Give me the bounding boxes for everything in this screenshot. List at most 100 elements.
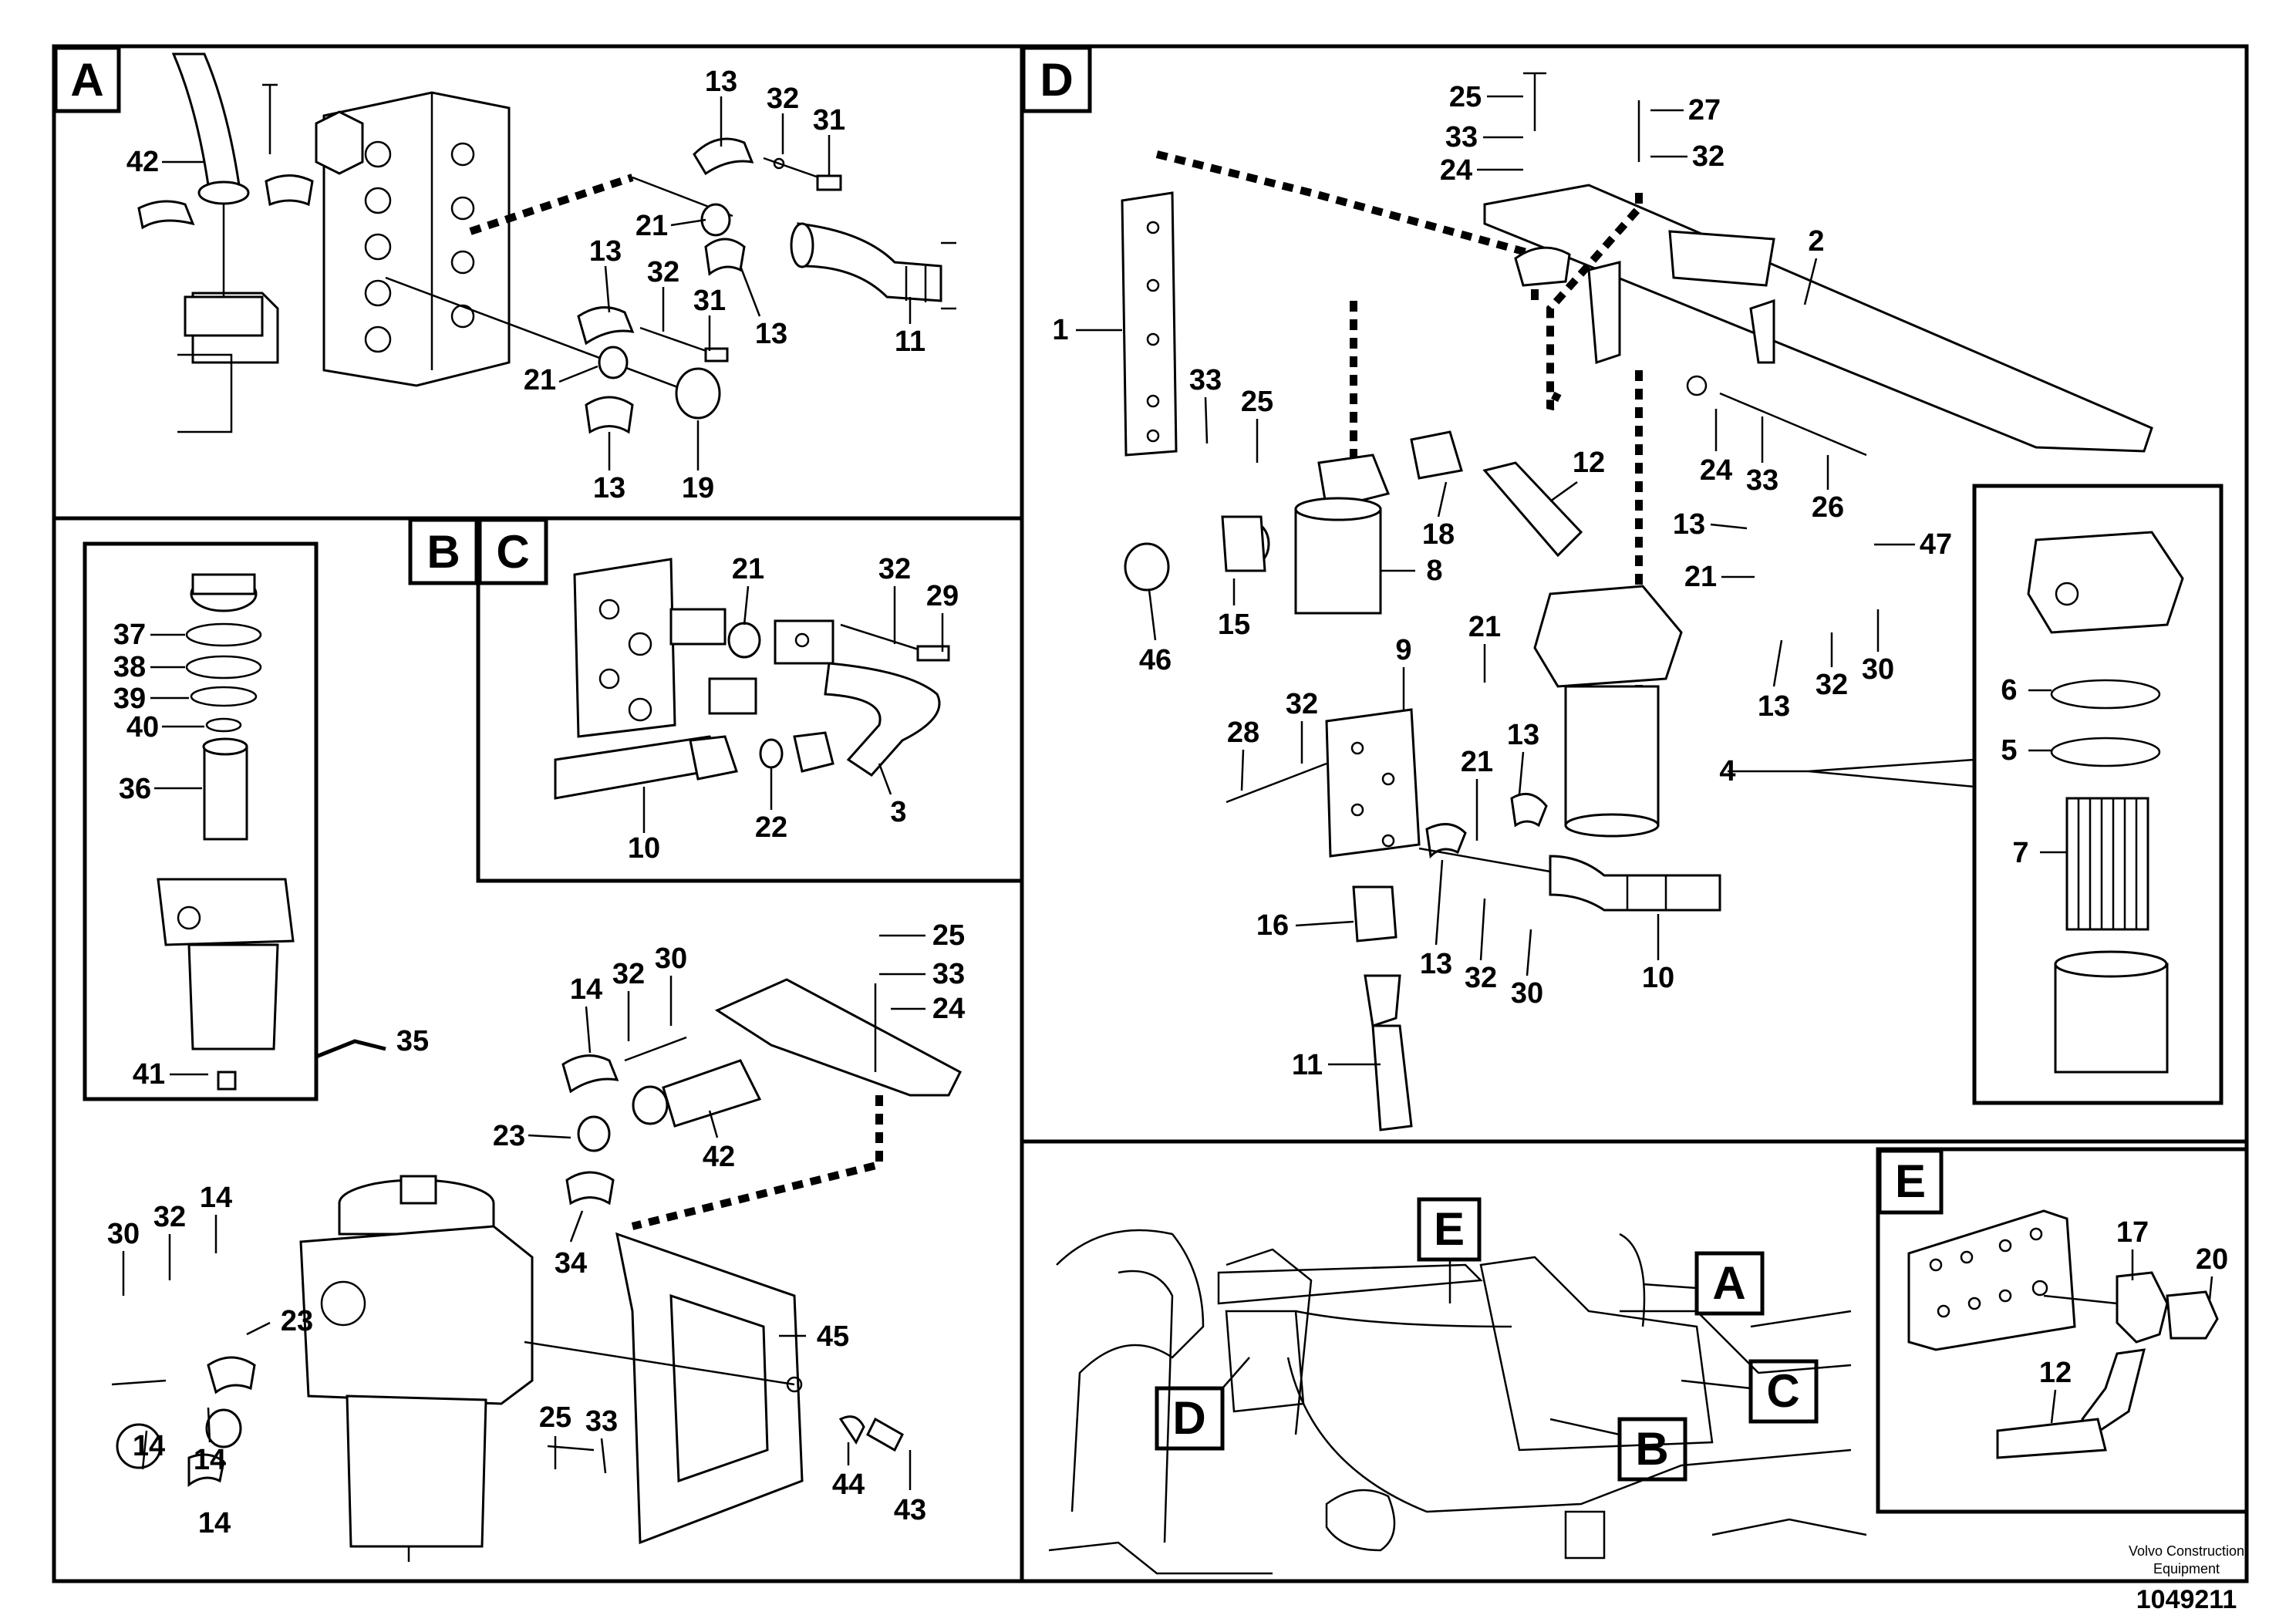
callout: 25	[539, 1401, 571, 1434]
callout: 19	[682, 472, 714, 504]
panel-tags: A B C D E	[53, 46, 1944, 1215]
callout: 10	[628, 832, 660, 865]
callout: 10	[1642, 962, 1674, 994]
callout: 7	[2012, 837, 2028, 869]
callout: 32	[878, 553, 911, 585]
callout: 21	[1461, 746, 1493, 778]
callout: 13	[1758, 690, 1790, 723]
callout: 44	[832, 1469, 865, 1501]
callout: 13	[593, 472, 625, 504]
overview-tag-a: A	[1712, 1257, 1745, 1309]
panel-e-frame	[1876, 1147, 2249, 1514]
callouts-panel-bc: 37 38 39 40 36 41 35 21 32 29 22 3 10 25…	[107, 553, 965, 1539]
callout: 30	[1511, 977, 1543, 1010]
callout: 22	[755, 811, 787, 844]
panel-d-artwork	[1121, 72, 2184, 1131]
callout: 27	[1688, 94, 1721, 126]
callout: 11	[1292, 1049, 1323, 1081]
callout: 31	[693, 285, 726, 317]
callout: 5	[2001, 734, 2017, 767]
overview-tag-b: B	[1635, 1423, 1668, 1475]
panel-tag-e: E	[1895, 1155, 1926, 1207]
callout: 37	[113, 619, 146, 651]
panel-e-artwork	[1907, 1209, 2219, 1459]
callout: 32	[1816, 669, 1848, 701]
callout: 14	[198, 1507, 231, 1539]
overview-tag-e: E	[1434, 1203, 1465, 1255]
callout: 13	[755, 318, 787, 350]
callout: 20	[2196, 1243, 2228, 1276]
callout: 32	[1286, 688, 1318, 720]
callout: 13	[1673, 508, 1705, 541]
callout: 11	[895, 325, 925, 358]
callout: 13	[705, 66, 737, 98]
panel-tag-c: C	[496, 526, 529, 578]
callout: 13	[1420, 948, 1452, 980]
callout: 9	[1395, 634, 1411, 666]
callout: 24	[1440, 154, 1472, 187]
panel-b-artwork	[111, 573, 962, 1562]
overview-tag-c: C	[1766, 1365, 1799, 1417]
detail-b-inset-frame	[83, 541, 319, 1101]
callout: 24	[1700, 454, 1732, 487]
callout: 17	[2116, 1216, 2149, 1249]
callout: 46	[1139, 644, 1172, 676]
callout: 41	[133, 1058, 165, 1091]
callout: 12	[1573, 447, 1605, 479]
footer-legend: Volvo Construction Equipment 1049211	[2129, 1543, 2244, 1614]
callout: 32	[1692, 140, 1725, 173]
callout: 24	[932, 993, 965, 1025]
callout: 1	[1052, 314, 1068, 346]
callout: 28	[1227, 717, 1259, 749]
callout: 23	[281, 1305, 313, 1337]
callout: 6	[2001, 674, 2017, 706]
callout: 13	[1507, 719, 1539, 751]
callouts-panel-a: 42 13 32 31 21 13 32 31 13 11 21 13 19	[126, 66, 925, 504]
callout: 21	[732, 553, 764, 585]
callout: 30	[1862, 653, 1894, 686]
callout: 33	[1445, 121, 1478, 153]
detail-d-inset-frame	[1972, 484, 2224, 1105]
callout: 30	[107, 1218, 140, 1250]
callout: 31	[813, 104, 845, 137]
callout: 26	[1812, 491, 1844, 524]
callout: 39	[113, 683, 146, 715]
callouts-panel-d: 25 27 33 32 24 2 1 33 25 12 24 33 26 18 …	[1052, 81, 2067, 1081]
callout: 42	[703, 1141, 735, 1173]
company-name-line1: Volvo Construction	[2129, 1543, 2244, 1559]
callout: 32	[153, 1201, 186, 1233]
callout: 23	[493, 1120, 525, 1152]
callout: 14	[194, 1444, 226, 1476]
callout: 21	[1684, 561, 1717, 593]
callout: 34	[555, 1247, 587, 1280]
callout: 14	[200, 1182, 232, 1214]
callout: 8	[1426, 555, 1442, 587]
callout: 33	[1189, 364, 1222, 396]
callout: 43	[894, 1494, 926, 1526]
callout: 25	[1241, 386, 1273, 418]
callout: 45	[817, 1320, 849, 1353]
callout: 12	[2039, 1357, 2072, 1389]
company-name-line2: Equipment	[2153, 1561, 2220, 1576]
callouts-panel-e: 17 20 12	[2039, 1216, 2228, 1424]
callout: 14	[133, 1430, 165, 1462]
panel-c-artwork	[554, 558, 950, 800]
overview-artwork: E A C D B	[1048, 1197, 1867, 1575]
callout: 18	[1422, 518, 1455, 551]
callout: 30	[655, 943, 687, 975]
panel-a-artwork	[137, 52, 956, 434]
callout: 16	[1256, 909, 1289, 942]
callout: 36	[119, 773, 151, 805]
panel-tag-b: B	[426, 526, 460, 578]
callout: 3	[890, 796, 906, 828]
callout: 25	[1449, 81, 1482, 113]
callout: 33	[585, 1405, 618, 1438]
callout: 47	[1920, 528, 1952, 561]
callout: 21	[636, 210, 668, 242]
callout: 32	[767, 83, 799, 115]
drawing-number: 1049211	[2136, 1585, 2237, 1614]
callout: 32	[1465, 962, 1497, 994]
callout: 21	[1468, 611, 1501, 643]
panel-tag-d: D	[1040, 54, 1073, 106]
